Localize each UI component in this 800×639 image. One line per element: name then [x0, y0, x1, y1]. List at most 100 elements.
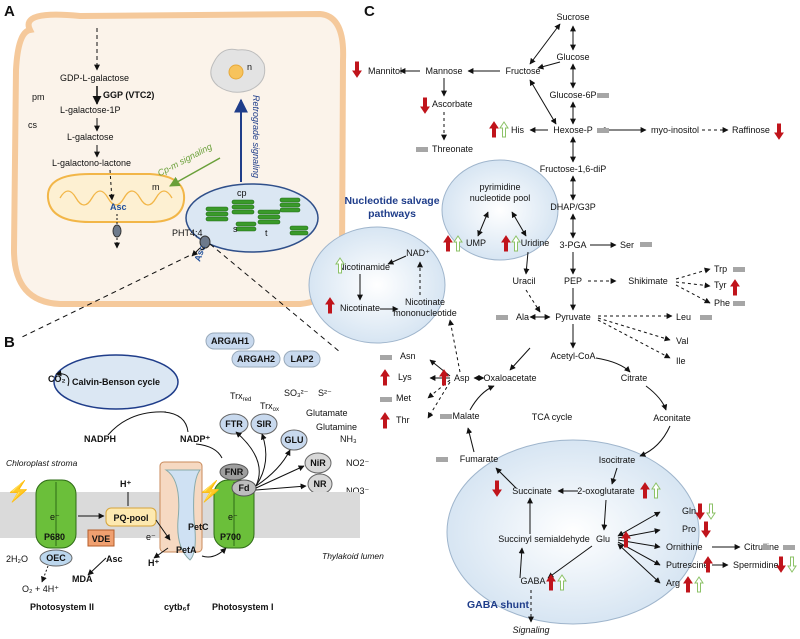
nicotinate: Nicotinate [340, 303, 380, 313]
ala-nochange-indicator [496, 315, 508, 320]
met: Met [396, 393, 412, 403]
fructose-16-dip: Fructose-1,6-diP [540, 164, 607, 174]
nadph-label: NADPH [84, 434, 116, 444]
petc-label: PetC [188, 522, 209, 532]
ftr-enzyme [219, 413, 249, 435]
threonate-nochange-indicator [416, 147, 428, 152]
ump: UMP [466, 238, 486, 248]
glucose: Glucose [556, 52, 589, 62]
dhap-g3p: DHAP/G3P [550, 202, 596, 212]
pathway-arrows [357, 23, 741, 623]
nmn-2: mononucleotide [393, 308, 457, 318]
citrulline-nochange-indicator [783, 545, 795, 550]
asn: Asn [400, 351, 416, 361]
calvin-cycle [53, 354, 179, 410]
p700-label: P700 [220, 532, 241, 542]
met-nochange-indicator [380, 397, 392, 402]
nsp-title-1: Nucleotide salvage [344, 195, 439, 207]
gaba-green-indicator [557, 574, 567, 591]
fumarate: Fumarate [460, 454, 499, 464]
arg-green-indicator [694, 576, 704, 593]
isocitrate: Isocitrate [599, 455, 636, 465]
lap2-label: LAP2 [290, 354, 313, 364]
glutamate-label: Glutamate [306, 408, 348, 418]
spermidine: Spermidine [733, 560, 779, 570]
threonate: Threonate [432, 144, 473, 154]
p680-label: P680 [44, 532, 65, 542]
metabolite-nodes: Sucrose Glucose Fructose Mannose Mannito… [338, 12, 779, 635]
asc-label-b: Asc [106, 554, 123, 564]
sucrose: Sucrose [556, 12, 589, 22]
peta-subunit [164, 469, 202, 561]
succinate: Succinate [512, 486, 552, 496]
n-label: n [247, 62, 252, 72]
water-label: 2H₂O [6, 554, 28, 564]
nicotinamide-green-indicator [335, 257, 345, 274]
m-label: m [152, 182, 160, 192]
oxaloacetate: Oxaloacetate [483, 373, 536, 383]
pm-label: pm [32, 92, 45, 102]
leu: Leu [676, 312, 691, 322]
gaba-up-indicator [546, 574, 556, 591]
pep: PEP [564, 276, 582, 286]
glu-c: Glu [596, 534, 610, 544]
signaling: Signaling [512, 625, 549, 635]
nadp-label: NADP⁺ [180, 434, 211, 444]
pro: Pro [682, 524, 696, 534]
nsp-title-2: pathways [368, 208, 416, 220]
transporter-icon [112, 224, 122, 238]
glutamine-label: Glutamine [316, 422, 357, 432]
glucose6p-nochange-indicator [597, 93, 609, 98]
phe: Phe [714, 298, 730, 308]
vde-label: VDE [92, 534, 111, 544]
vde-enzyme [87, 529, 115, 547]
peta-label: PetA [176, 545, 197, 555]
fructose: Fructose [505, 66, 540, 76]
panel-b-label: B [4, 334, 15, 351]
ascorbate: Ascorbate [432, 99, 473, 109]
lys: Lys [398, 372, 412, 382]
glu-label: GLU [285, 435, 304, 445]
argah1-label: ARGAH1 [211, 336, 249, 346]
glucose-6p: Glucose-6P [549, 90, 596, 100]
nucleolus [228, 64, 244, 80]
pyrimidine-pool-1: pyrimidine [479, 182, 520, 192]
raffinose: Raffinose [732, 125, 770, 135]
uridine-green-indicator [511, 235, 521, 252]
leu-nochange-indicator [700, 315, 712, 320]
acetyl-coa: Acetyl-CoA [550, 351, 595, 361]
his-up-indicator [489, 121, 499, 138]
hexose-p: Hexose-P [553, 125, 593, 135]
hexosep-nochange-indicator [597, 128, 609, 133]
ascorbate-down-indicator [420, 97, 430, 114]
gln: Gln [682, 506, 696, 516]
gaba-shunt-bubble [446, 439, 700, 625]
putrescine: Putrescine [666, 560, 709, 570]
t-label: t [265, 228, 268, 238]
pyrimidine-pool-2: nucleotide pool [470, 193, 531, 203]
tyr: Tyr [714, 280, 727, 290]
thr: Thr [396, 415, 410, 425]
ump-up-indicator [443, 235, 453, 252]
trp: Trp [714, 264, 727, 274]
argah1-badge [205, 332, 255, 350]
argah2-label: ARGAH2 [237, 354, 275, 364]
malate-nochange-indicator [440, 414, 452, 419]
fnr-label: FNR [225, 467, 244, 477]
his-up-green-indicator [499, 121, 509, 138]
o2-label: O₂ + 4H⁺ [22, 584, 59, 594]
myo-inositol: myo-inositol [651, 125, 699, 135]
oxoglutarate-green-indicator [651, 482, 661, 499]
nucleotide-salvage-bubble [308, 226, 446, 344]
galactose-1p: L-galactose-1P [60, 105, 121, 115]
val: Val [676, 336, 688, 346]
arg-up-indicator [683, 576, 693, 593]
pyrimidine-pool-bubble [441, 159, 559, 261]
pyruvate: Pyruvate [555, 312, 591, 322]
ftr-label: FTR [225, 419, 243, 429]
hplus-lumen: H⁺ [148, 558, 159, 568]
oec-complex [39, 549, 73, 567]
light-icon-ps1: ⚡ [198, 479, 223, 503]
asp: Asp [454, 373, 470, 383]
